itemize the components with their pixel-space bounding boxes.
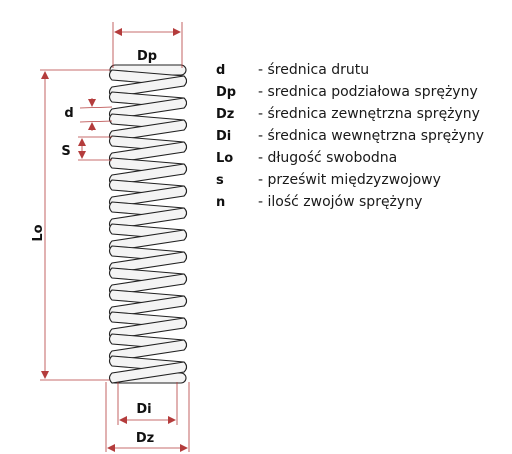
legend-symbol: n	[216, 195, 226, 210]
legend-symbol: Dz	[216, 107, 235, 122]
inner-diameter-dimension: Di	[117, 382, 178, 425]
gap-dimension: S	[61, 136, 112, 161]
legend-description: - średnica wewnętrzna sprężyny	[258, 128, 485, 144]
legend-symbol: s	[216, 173, 224, 188]
dz-label: Dz	[136, 431, 154, 446]
dp-label: Dp	[137, 49, 157, 64]
legend-symbol: Dp	[216, 85, 237, 100]
coil-segment	[108, 361, 188, 384]
legend-row-lo: Lo - długość swobodna	[216, 150, 506, 172]
lo-label: Lo	[31, 224, 46, 241]
legend-description: - ilość zwojów sprężyny	[258, 194, 423, 210]
legend-row-s: s - prześwit międzyzwojowy	[216, 172, 506, 194]
d-label: d	[64, 106, 73, 121]
legend-row-di: Di - średnica wewnętrzna sprężyny	[216, 128, 506, 150]
legend-description: - prześwit międzyzwojowy	[258, 172, 441, 188]
legend-row-n: n - ilość zwojów sprężyny	[216, 194, 506, 216]
legend-row-dp: Dp - srednica podziałowa sprężyny	[216, 84, 506, 106]
legend: d - średnica drutu Dp - srednica podział…	[216, 62, 506, 216]
wire-diameter-dimension: d	[64, 98, 113, 131]
legend-description: - średnica drutu	[258, 62, 370, 78]
d-leader-top	[79, 106, 113, 109]
legend-description: - długość swobodna	[258, 150, 398, 166]
s-label: S	[61, 144, 70, 159]
spring-coils	[108, 64, 188, 384]
free-length-dimension: Lo	[31, 69, 110, 381]
legend-row-d: d - średnica drutu	[216, 62, 506, 84]
legend-description: - średnica zewnętrzna sprężyny	[258, 106, 480, 122]
legend-description: - srednica podziałowa sprężyny	[258, 84, 478, 100]
d-leader-bottom	[79, 120, 113, 123]
di-label: Di	[136, 402, 151, 417]
legend-symbol: Lo	[216, 151, 234, 166]
outer-diameter-dimension: Dz	[105, 382, 190, 452]
legend-row-dz: Dz - średnica zewnętrzna sprężyny	[216, 106, 506, 128]
pitch-diameter-dimension: Dp	[112, 22, 183, 68]
legend-symbol: Di	[216, 129, 232, 144]
legend-symbol: d	[216, 63, 226, 78]
